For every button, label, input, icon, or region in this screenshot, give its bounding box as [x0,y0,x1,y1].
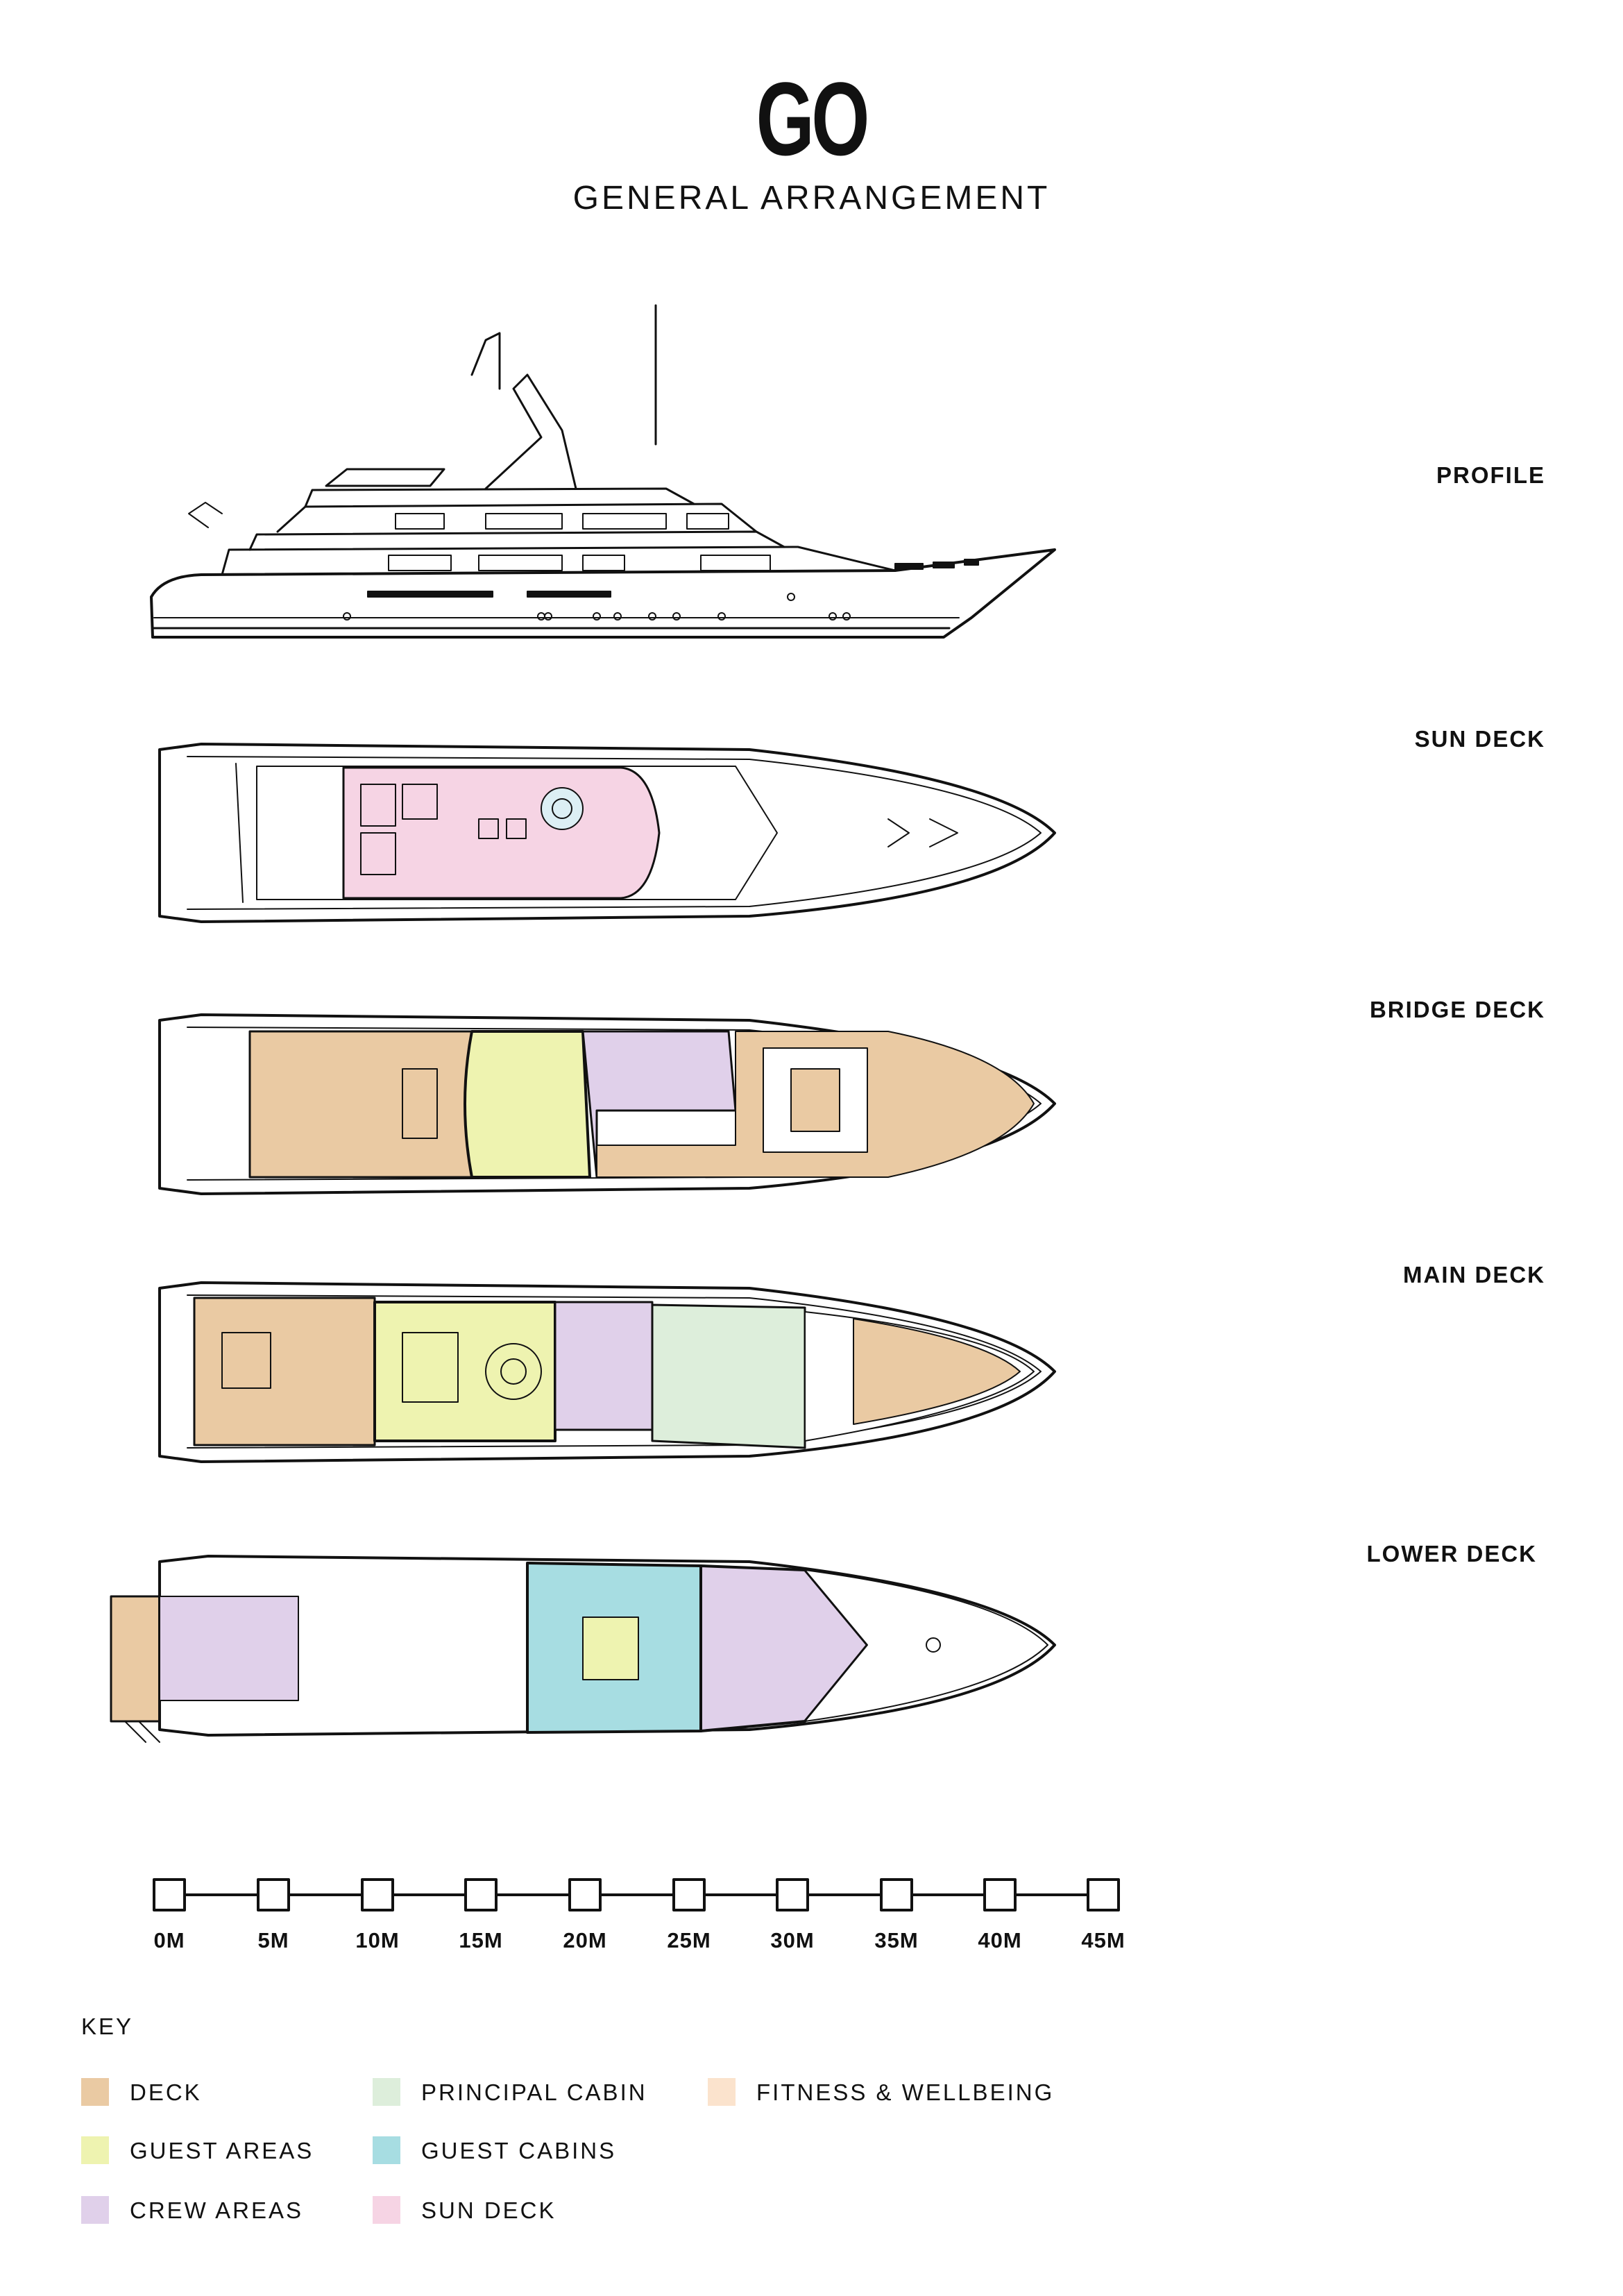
key-item-fitness-wellbeing: FITNESS & WELLBEING [708,2078,1054,2106]
scale-tick-label: 20M [563,1928,607,1952]
bridge-deck-label: BRIDGE DECK [1369,997,1545,1022]
key-swatch [373,2196,400,2224]
key-item-label: DECK [130,2079,202,2105]
scale-tick-label: 0M [153,1928,185,1952]
lower-deck-label: LOWER DECK [1366,1541,1537,1567]
scale-tick-label: 5M [257,1928,289,1952]
key-item-sun-deck: SUN DECK [373,2196,556,2224]
key-swatch [81,2078,109,2106]
lower-deck-plan [110,1555,1056,1743]
key-item-label: GUEST AREAS [130,2137,314,2163]
scale-bar [153,1878,1120,1911]
key-item-label: FITNESS & WELLBEING [756,2079,1055,2105]
scale-tick-label: 30M [770,1928,815,1952]
key-swatch [81,2196,109,2224]
scale-tick-label: 45M [1081,1928,1125,1952]
scale-tick-label: 15M [459,1928,503,1952]
key-item-label: SUN DECK [421,2197,556,2223]
key-item-crew-areas: CREW AREAS [81,2196,303,2224]
key-item-guest-cabins: GUEST CABINS [373,2136,616,2164]
profile-label: PROFILE [1436,462,1545,488]
key-item-label: GUEST CABINS [421,2137,617,2163]
general-arrangement-subtitle: GENERAL ARRANGEMENT [572,180,1051,217]
sun-deck-label: SUN DECK [1414,726,1545,752]
key-item-guest-areas: GUEST AREAS [81,2136,314,2164]
sun-deck-plan [158,743,1056,923]
scale-tick-label: 10M [355,1928,400,1952]
key-title: KEY [81,2014,134,2039]
key-item-principal-cabin: PRINCIPAL CABIN [373,2078,647,2106]
key-item-label: CREW AREAS [130,2197,304,2223]
main-deck-label: MAIN DECK [1403,1262,1545,1288]
main-deck-plan [158,1281,1056,1463]
key-swatch [373,2136,400,2164]
key-item-deck: DECK [81,2078,202,2106]
profile-view [150,304,1056,639]
key-item-label: PRINCIPAL CABIN [421,2079,647,2105]
key-swatch [373,2078,400,2106]
bridge-deck-plan [158,1013,1056,1195]
yacht-name-title: GO [756,60,870,177]
scale-tick-label: 35M [874,1928,919,1952]
key-swatch [81,2136,109,2164]
scale-tick-label: 40M [978,1928,1022,1952]
key-swatch [708,2078,736,2106]
scale-tick-label: 25M [667,1928,711,1952]
